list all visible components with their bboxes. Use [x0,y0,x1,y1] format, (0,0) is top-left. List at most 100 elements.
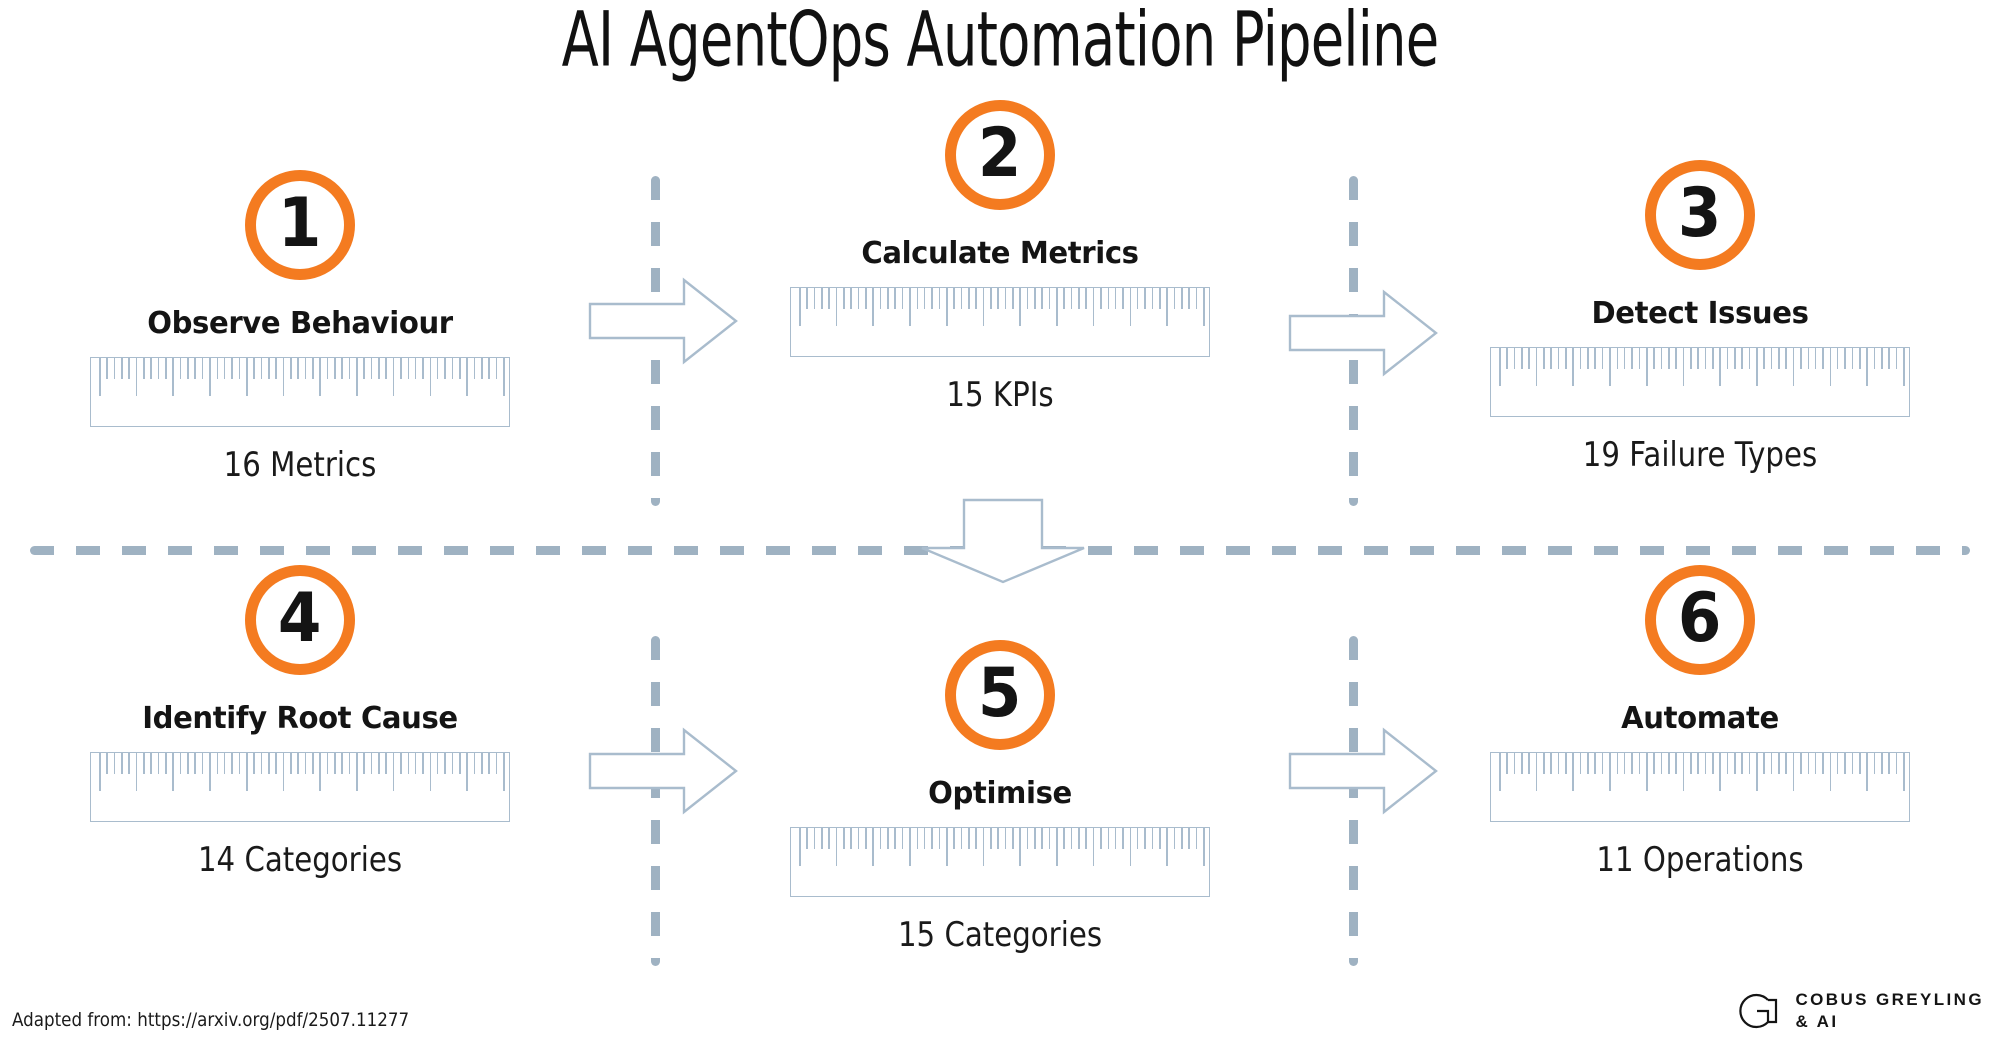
ruler-tick [1719,753,1721,791]
cobus-greyling-g-monogram-icon [1735,988,1781,1034]
ruler-tick [1667,753,1670,774]
ruler-tick [1880,348,1883,369]
ruler-tick [1660,753,1663,774]
ruler-tick [1085,828,1088,849]
ruler-tick [1638,753,1641,774]
ruler-tick [1034,828,1036,849]
ruler-tick [319,358,321,396]
ruler-tick [1748,753,1751,774]
ruler-tick [1034,288,1036,309]
step-4-identify-root-cause[interactable]: 4 Identify Root Cause 14 Categories [0,565,600,880]
ruler-tick [828,828,830,849]
step-2-calculate-metrics[interactable]: 2 Calculate Metrics 15 KPIs [700,100,1300,415]
ruler-tick [813,288,816,309]
ruler-tick [1792,753,1795,791]
ruler-tick [1004,288,1007,309]
ruler-tick [121,358,123,379]
ruler-tick [1026,288,1029,309]
ruler-tick [209,358,211,396]
ruler-tick [857,828,860,849]
ruler-tick [975,288,977,309]
ruler-tick [128,358,130,379]
ruler-tick [503,753,505,791]
ruler-tick [1689,348,1692,369]
ruler-tick [1726,348,1729,369]
ruler-tick [887,828,889,849]
ruler-tick [348,358,351,379]
ruler-tick [1078,288,1080,309]
ruler-tick [135,358,138,396]
ruler-tick [850,288,852,309]
ruler-tick [414,753,417,774]
ruler-tick [1506,348,1508,369]
ruler-tick [938,288,941,309]
ruler-tick [1697,753,1699,774]
step-3-detect-issues[interactable]: 3 Detect Issues 19 Failure Types [1400,160,2000,475]
ruler-tick [1078,828,1080,849]
ruler-tick [982,288,985,326]
ruler-tick [1129,828,1132,866]
page-title: AI AgentOps Automation Pipeline [561,0,1440,85]
ruler-tick [1572,348,1575,386]
ruler-tick [1734,753,1736,774]
step-1-observe-behaviour[interactable]: 1 Observe Behaviour 16 Metrics [0,170,600,485]
ruler-tick [1903,753,1905,791]
ruler-tick [1180,828,1183,849]
ruler-tick [1158,828,1161,849]
step-4-ruler-icon [90,752,510,822]
step-6-number-badge: 6 [1645,565,1755,675]
ruler-tick [1623,753,1626,774]
ruler-tick [1631,753,1633,774]
ruler-tick [1572,753,1575,791]
attribution-text: Adapted from: https://arxiv.org/pdf/2507… [12,1009,410,1031]
ruler-tick [231,358,233,379]
arrow-step2-to-step3-icon [1288,289,1438,377]
ruler-tick [989,288,992,309]
ruler-tick [444,753,446,774]
ruler-tick [887,288,889,309]
ruler-tick [253,358,255,379]
ruler-tick [1895,348,1898,369]
ruler-tick [201,753,204,774]
ruler-tick [451,358,454,379]
ruler-tick [997,828,999,849]
ruler-tick [1107,828,1110,849]
ruler-tick [503,358,505,396]
ruler-tick [378,753,380,774]
ruler-tick [451,753,454,774]
ruler-tick [1092,288,1095,326]
ruler-tick [1858,753,1861,774]
ruler-tick [334,358,336,379]
ruler-tick [400,753,402,774]
ruler-tick [1822,753,1824,774]
ruler-tick [1166,828,1168,866]
ruler-tick [1092,828,1095,866]
ruler-tick [872,288,875,326]
ruler-tick [480,358,483,379]
ruler-tick [945,828,948,866]
ruler-tick [806,828,808,849]
ruler-tick [1822,348,1824,369]
ruler-tick [1550,753,1552,774]
ruler-tick [1807,348,1810,369]
ruler-tick [843,828,845,849]
ruler-tick [828,288,830,309]
step-5-label: Optimise [928,776,1072,811]
ruler-tick [1528,348,1530,369]
ruler-tick [297,358,299,379]
ruler-tick [128,753,130,774]
step-3-caption: 19 Failure Types [1582,435,1818,475]
step-3-number: 3 [1678,173,1722,253]
step-6-automate[interactable]: 6 Automate 11 Operations [1400,565,2000,880]
ruler-tick [1188,288,1190,309]
ruler-tick [1019,288,1021,326]
step-5-caption: 15 Categories [897,915,1103,955]
ruler-tick [1557,753,1560,774]
ruler-tick [106,753,108,774]
ruler-tick [458,753,461,774]
step-5-optimise[interactable]: 5 Optimise 15 Categories [700,640,1300,955]
ruler-tick [1144,288,1146,309]
ruler-tick [813,828,816,849]
ruler-tick [385,358,388,379]
ruler-tick [1785,348,1788,369]
